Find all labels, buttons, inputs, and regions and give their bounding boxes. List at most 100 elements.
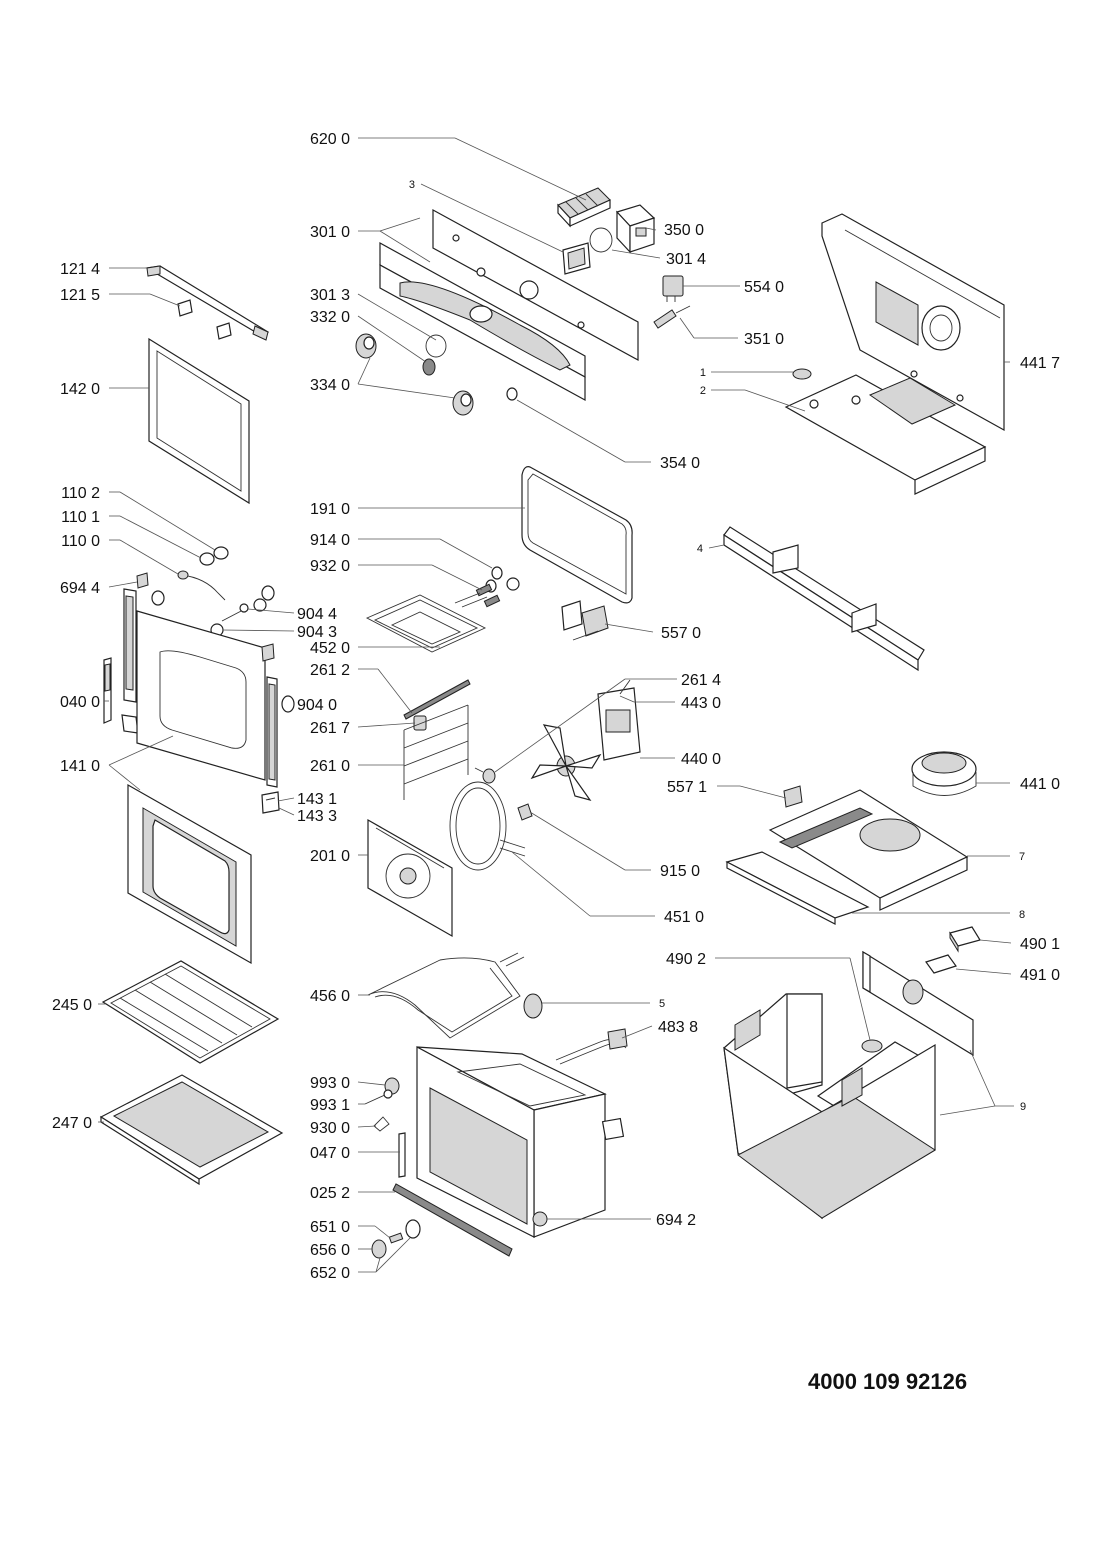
label-441-0: 441 0 — [1020, 776, 1060, 793]
label-332-0: 332 0 — [310, 309, 350, 326]
label-245-0: 245 0 — [52, 997, 92, 1014]
door-side-profile-right-part — [266, 676, 278, 788]
label-351-0: 351 0 — [744, 331, 784, 348]
label-441-7: 441 7 — [1020, 355, 1060, 372]
side-control-panel-part — [862, 950, 974, 1057]
label-904-3: 904 3 — [297, 624, 337, 641]
leader-lines — [98, 137, 1014, 1273]
label-143-1: 143 1 — [297, 791, 337, 808]
label-2: 2 — [700, 385, 706, 397]
shelf-bracket-part — [398, 1132, 406, 1178]
label-121-4: 121 4 — [60, 261, 100, 278]
label-110-0: 110 0 — [61, 533, 100, 550]
label-261-7: 261 7 — [310, 720, 350, 737]
top-plate-part — [784, 374, 987, 495]
label-5: 5 — [659, 998, 665, 1010]
label-491-0: 491 0 — [1020, 967, 1060, 984]
label-904-4: 904 4 — [297, 606, 337, 623]
fan-blade-part — [530, 724, 602, 802]
label-932-0: 932 0 — [310, 558, 350, 575]
label-110-2: 110 2 — [61, 485, 100, 502]
door-side-profile-left-part — [121, 588, 139, 734]
label-040-0: 040 0 — [60, 694, 100, 711]
rear-fan-cover-part — [367, 818, 453, 938]
baking-tray-part — [99, 1074, 284, 1186]
door-inner-glass-part — [148, 337, 250, 505]
label-025-2: 025 2 — [310, 1185, 350, 1202]
label-490-2: 490 2 — [666, 951, 706, 968]
door-clip-part — [136, 572, 149, 589]
thermostat-part — [561, 600, 609, 641]
label-651-0: 651 0 — [310, 1219, 350, 1236]
cavity-grommet-part — [861, 1039, 883, 1053]
power-cable-part — [555, 1028, 628, 1065]
door-switch-part — [261, 791, 280, 814]
seal-ring-part — [589, 227, 613, 253]
label-451-0: 451 0 — [664, 909, 704, 926]
front-air-strip-part — [725, 851, 870, 925]
thermostat-bulb-part — [653, 305, 691, 329]
label-456-0: 456 0 — [310, 988, 350, 1005]
adjustable-foot-part — [532, 1211, 548, 1227]
hinge-washer-part — [199, 552, 215, 566]
label-1: 1 — [700, 367, 706, 379]
label-656-0: 656 0 — [310, 1242, 350, 1259]
label-557-1: 557 1 — [667, 779, 707, 796]
support-bracket-part — [723, 526, 925, 672]
label-440-0: 440 0 — [681, 751, 721, 768]
bottom-heating-element-part — [367, 952, 525, 1039]
fan-nut-part — [517, 803, 533, 821]
label-452-0: 452 0 — [310, 640, 350, 657]
shelf-top-rail-part — [403, 679, 471, 720]
label-443-0: 443 0 — [681, 695, 721, 712]
label-201-0: 201 0 — [310, 848, 350, 865]
label-301-3: 301 3 — [310, 287, 350, 304]
door-lock-part — [949, 926, 981, 953]
label-301-0: 301 0 — [310, 224, 350, 241]
label-914-0: 914 0 — [310, 532, 350, 549]
label-7: 7 — [1019, 851, 1025, 863]
label-694-2: 694 2 — [656, 1212, 696, 1229]
handle-support-part — [177, 299, 232, 340]
door-hinge-part — [103, 657, 112, 724]
knob-spindle-part — [388, 1232, 404, 1244]
screw-part — [364, 1089, 393, 1105]
hinge-screw-part — [221, 603, 249, 622]
label-141-0: 141 0 — [60, 758, 100, 775]
hinge-cap-part — [213, 546, 229, 560]
label-694-4: 694 4 — [60, 580, 100, 597]
label-9: 9 — [1020, 1101, 1026, 1113]
side-shelf-rack-part — [403, 704, 469, 800]
door-outer-glass-part — [127, 783, 252, 965]
label-121-5: 121 5 — [60, 287, 100, 304]
knob-lower-part — [452, 390, 474, 416]
label-3: 3 — [409, 179, 415, 191]
label-483-8: 483 8 — [658, 1019, 698, 1036]
grill-element-part — [365, 592, 488, 653]
label-557-0: 557 0 — [661, 625, 701, 642]
circular-heating-element-part — [449, 781, 526, 871]
label-142-0: 142 0 — [60, 381, 100, 398]
knob-upper-part — [355, 333, 377, 359]
label-301-4: 301 4 — [666, 251, 706, 268]
label-110-1: 110 1 — [61, 509, 100, 526]
label-554-0: 554 0 — [744, 279, 784, 296]
grommet-part — [792, 368, 812, 380]
door-middle-glass-part — [136, 610, 266, 781]
spring-clip-part — [373, 1116, 390, 1132]
label-261-2: 261 2 — [310, 662, 350, 679]
hinge-rod-part — [177, 570, 226, 601]
label-993-0: 993 0 — [310, 1075, 350, 1092]
label-143-3: 143 3 — [297, 808, 337, 825]
cooling-duct-part — [768, 789, 969, 911]
control-panel-part — [379, 208, 639, 402]
label-4: 4 — [697, 543, 703, 555]
label-8: 8 — [1019, 909, 1025, 921]
label-191-0: 191 0 — [310, 501, 350, 518]
label-261-0: 261 0 — [310, 758, 350, 775]
door-catch-part — [261, 643, 295, 713]
label-652-0: 652 0 — [310, 1265, 350, 1282]
selector-switch-part — [662, 275, 684, 302]
label-354-0: 354 0 — [660, 455, 700, 472]
